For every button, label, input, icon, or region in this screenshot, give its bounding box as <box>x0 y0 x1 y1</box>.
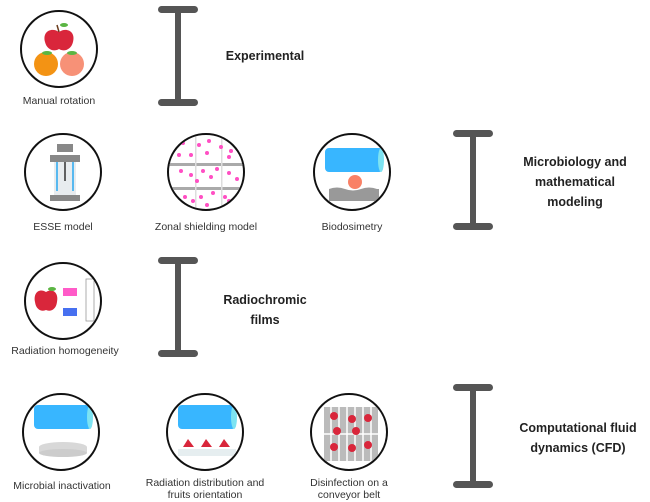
label-line: modeling <box>547 195 603 209</box>
dot <box>183 195 187 199</box>
label-line: mathematical <box>535 175 615 189</box>
dot <box>197 143 201 147</box>
dot <box>181 141 185 145</box>
dot <box>227 155 231 159</box>
uv-lamp-dish-icon <box>34 405 93 457</box>
caption-zonal-shielding: Zonal shielding model <box>154 221 258 233</box>
bracket-experimental <box>158 6 198 106</box>
dot <box>189 153 193 157</box>
section-label-cfd: Computational fluid dynamics (CFD) <box>508 418 648 458</box>
caption-line: conveyor belt <box>317 489 381 501</box>
dot <box>191 199 195 203</box>
petri-zones-icon <box>169 135 243 209</box>
zonal-shielding-circle <box>167 133 245 211</box>
caption-manual-rotation: Manual rotation <box>22 95 96 107</box>
conveyor-strawberries-icon <box>324 407 378 461</box>
dot <box>177 153 181 157</box>
section-label-radiochromic: Radiochromic films <box>210 290 320 330</box>
dot <box>227 199 231 203</box>
biodosimetry-circle <box>313 133 391 211</box>
dot <box>195 179 199 183</box>
esse-apparatus-icon <box>50 144 80 201</box>
label-line: Radiochromic <box>223 293 307 307</box>
dot <box>207 139 211 143</box>
dot <box>205 203 209 207</box>
label-line: Computational fluid <box>519 421 637 435</box>
microbial-inactivation-circle <box>22 393 100 471</box>
caption-biodosimetry: Biodosimetry <box>321 221 383 233</box>
caption-esse-model: ESSE model <box>33 221 93 233</box>
dot <box>205 151 209 155</box>
label-line: Microbiology and <box>523 155 627 169</box>
dot <box>179 169 183 173</box>
dot <box>229 149 233 153</box>
apple-films-ruler-icon <box>34 278 95 322</box>
dot <box>209 175 213 179</box>
dot <box>199 195 203 199</box>
caption-radiation-distribution: Radiation distribution and fruits orient… <box>140 477 270 501</box>
dot <box>189 173 193 177</box>
caption-conveyor-belt: Disinfection on a conveyor belt <box>300 477 398 501</box>
dot <box>215 167 219 171</box>
fruits-icon <box>34 23 84 76</box>
dot <box>219 145 223 149</box>
manual-rotation-circle <box>20 10 98 88</box>
uv-lamp-sample-icon <box>325 148 384 201</box>
caption-microbial-inactivation: Microbial inactivation <box>13 480 111 492</box>
section-label-experimental: Experimental <box>225 49 305 63</box>
bracket-cfd <box>453 384 493 488</box>
uv-lamp-strawberries-icon <box>178 405 237 456</box>
label-line: dynamics (CFD) <box>530 441 626 455</box>
dot <box>223 195 227 199</box>
radiation-distribution-circle <box>166 393 244 471</box>
dot <box>201 169 205 173</box>
dot <box>211 191 215 195</box>
section-label-microbiology: Microbiology and mathematical modeling <box>510 152 640 212</box>
dot <box>227 171 231 175</box>
caption-line: Radiation distribution and <box>145 477 265 489</box>
caption-line: fruits orientation <box>167 489 243 501</box>
conveyor-belt-circle <box>310 393 388 471</box>
bracket-radiochromic <box>158 257 198 357</box>
dot <box>235 177 239 181</box>
radiation-homogeneity-circle <box>24 262 102 340</box>
caption-radiation-homogeneity: Radiation homogeneity <box>11 345 119 357</box>
label-line: films <box>250 313 280 327</box>
bracket-microbiology <box>453 130 493 230</box>
esse-model-circle <box>24 133 102 211</box>
caption-line: Disinfection on a <box>310 477 388 489</box>
